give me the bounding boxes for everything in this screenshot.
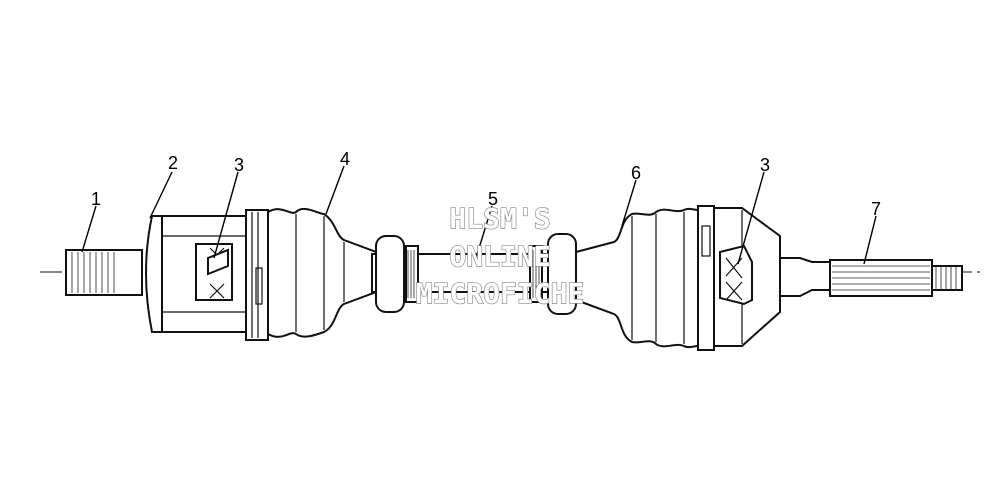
- half-shaft[interactable]: [371, 233, 577, 315]
- callout-5: 5: [488, 189, 498, 209]
- outer-spline-stub[interactable]: [779, 257, 963, 297]
- leader-7: [863, 215, 877, 265]
- callout-7: 7: [871, 199, 881, 219]
- inner-spider-bearing[interactable]: [195, 243, 233, 301]
- callout-3-right: 3: [760, 155, 770, 175]
- leader-1: [81, 205, 97, 253]
- leader-3a: [213, 171, 239, 259]
- callout-6: 6: [631, 163, 641, 183]
- callout-2: 2: [168, 153, 178, 173]
- inner-boot[interactable]: [267, 207, 377, 338]
- watermark-line-1: HLSM'S: [449, 202, 550, 235]
- callout-4: 4: [340, 149, 350, 169]
- leader-4: [325, 165, 345, 215]
- leader-6: [621, 179, 637, 227]
- leader-5: [475, 205, 493, 259]
- outer-cv-joint[interactable]: [713, 207, 781, 347]
- watermark-line-2: ONLINE: [449, 240, 550, 273]
- callout-3-left: 3: [234, 155, 244, 175]
- leader-3b: [737, 171, 765, 265]
- callout-1: 1: [91, 189, 101, 209]
- inner-spline-stub[interactable]: [65, 249, 143, 296]
- leader-2: [149, 171, 173, 219]
- outer-boot[interactable]: [575, 205, 715, 351]
- watermark-line-3: MICROFICHE: [416, 277, 585, 310]
